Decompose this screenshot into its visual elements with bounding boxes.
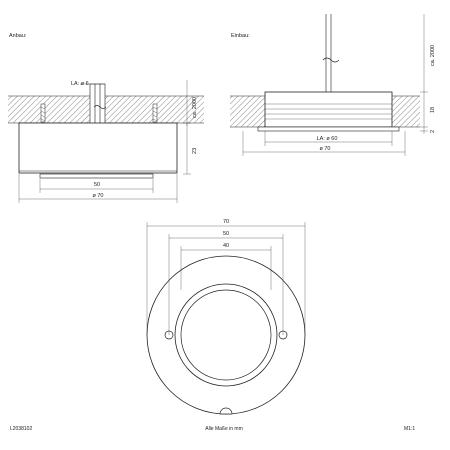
article-code: L2038102 bbox=[10, 426, 32, 432]
ceiling-hatch-right bbox=[230, 96, 265, 127]
surface-mount-label: Anbau: bbox=[9, 33, 27, 39]
ceiling-hatch-left bbox=[8, 96, 204, 123]
dim-trim-height: 2 bbox=[430, 130, 436, 133]
dim-depth: 18 bbox=[430, 107, 436, 113]
diffuser-lens bbox=[39, 173, 154, 179]
units-note: Alle Maße in mm bbox=[205, 426, 243, 432]
dim-cable-length: ca. 2000 bbox=[430, 45, 436, 66]
dim-cutout: LA: ø 60 bbox=[317, 136, 338, 142]
trim-ring bbox=[257, 126, 400, 132]
dim-aperture: 40 bbox=[223, 243, 229, 249]
front-view: 70 50 40 bbox=[146, 219, 306, 415]
scale-label: M1:1 bbox=[404, 426, 415, 432]
dim-cable-length: ca. 2000 bbox=[192, 97, 198, 118]
surface-mount-view: Anbau: LA: ø 6 ca. 2000 bbox=[8, 33, 204, 203]
lens-edge bbox=[180, 289, 272, 381]
footer: L2038102 Alle Maße in mm M1:1 bbox=[10, 426, 415, 432]
recessed-mount-view: Einbau: LA: ø 60 ø 70 ca. 2000 bbox=[230, 14, 436, 156]
dim-diameter: ø 70 bbox=[319, 146, 330, 152]
luminaire-housing bbox=[18, 122, 178, 174]
recessed-housing bbox=[264, 91, 393, 128]
dim-outer: 70 bbox=[223, 219, 229, 225]
dim-lens-width: 50 bbox=[94, 182, 100, 188]
cable-break-mark bbox=[322, 57, 340, 63]
ceiling-hatch-right bbox=[392, 96, 420, 127]
recessed-mount-label: Einbau: bbox=[231, 33, 250, 39]
dim-height: 23 bbox=[192, 148, 198, 154]
dim-cable-hole: LA: ø 6 bbox=[71, 81, 89, 87]
dim-hole-spacing: 50 bbox=[223, 231, 229, 237]
dim-diameter: ø 70 bbox=[92, 193, 103, 199]
cable-break-mark bbox=[93, 105, 107, 109]
cable-notch bbox=[219, 407, 233, 415]
screw-icon bbox=[40, 103, 46, 123]
screw-icon bbox=[152, 103, 158, 123]
